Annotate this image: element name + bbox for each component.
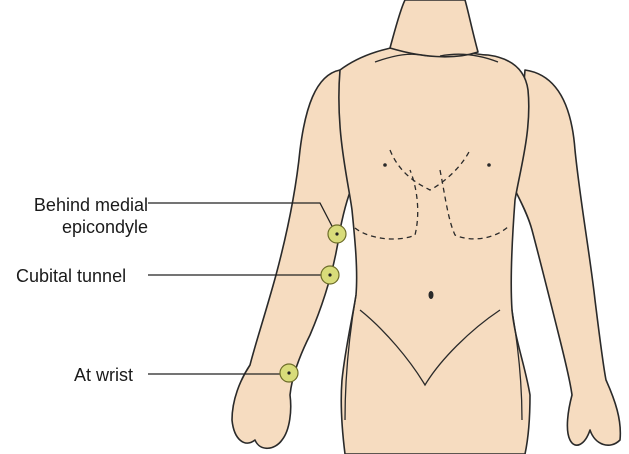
nipple-left xyxy=(383,163,387,167)
label-medial-epicondyle: Behind medial epicondyle xyxy=(8,194,148,238)
torso xyxy=(339,45,530,454)
right-arm xyxy=(515,70,620,445)
label-cubital-tunnel: Cubital tunnel xyxy=(16,265,126,287)
label-medial-epicondyle-line1: Behind medial xyxy=(8,194,148,216)
nipple-right xyxy=(487,163,491,167)
left-arm xyxy=(232,70,355,448)
label-wrist: At wrist xyxy=(74,364,133,386)
label-medial-epicondyle-line2: epicondyle xyxy=(8,216,148,238)
neck xyxy=(390,0,478,57)
navel xyxy=(429,291,434,299)
